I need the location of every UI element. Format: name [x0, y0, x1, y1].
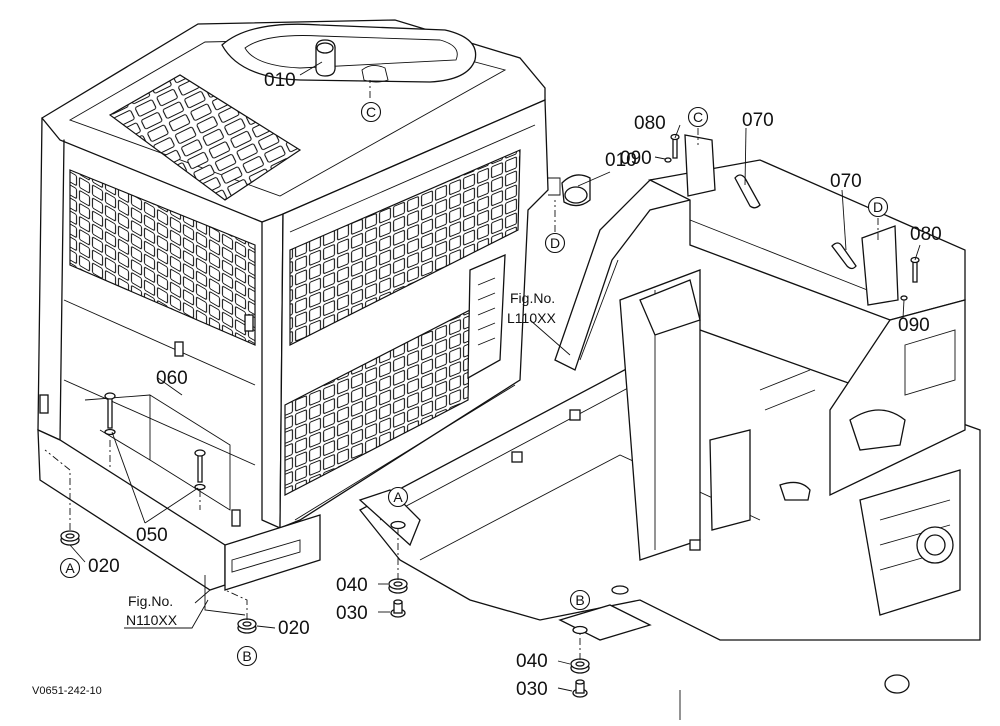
ref-markers: A A B B C C D D — [59, 101, 889, 667]
fasteners — [60, 530, 590, 698]
svg-text:D: D — [873, 199, 883, 215]
callout-labels: 010 010 020 020 030 030 040 040 050 060 … — [88, 70, 942, 700]
svg-text:A: A — [65, 560, 75, 576]
callout-040b: 040 — [516, 651, 548, 672]
chassis-frame — [358, 133, 981, 720]
ref-marker-B1: B — [236, 645, 258, 667]
ref-marker-A2: A — [387, 486, 409, 508]
svg-text:B: B — [242, 648, 251, 664]
callout-090b: 090 — [898, 315, 930, 336]
diagram-id: V0651-242-10 — [32, 685, 102, 697]
ref-marker-C1: C — [360, 101, 382, 123]
svg-text:L110XX: L110XX — [507, 310, 556, 326]
cab-assembly — [37, 19, 591, 616]
svg-text:C: C — [693, 109, 703, 125]
ref-marker-D2: D — [867, 196, 889, 218]
callout-070b: 070 — [830, 171, 862, 192]
svg-text:C: C — [366, 104, 376, 120]
ref-marker-B2: B — [569, 589, 591, 611]
callout-010a: 010 — [264, 70, 296, 91]
svg-text:Fig.No.: Fig.No. — [128, 593, 173, 609]
callout-020a: 020 — [88, 556, 120, 577]
callout-040a: 040 — [336, 575, 368, 596]
callout-070a: 070 — [742, 110, 774, 131]
callout-020b: 020 — [278, 618, 310, 639]
callout-080b: 080 — [910, 224, 942, 245]
callout-030b: 030 — [516, 679, 548, 700]
callout-010b: 010 — [605, 150, 637, 171]
svg-text:N110XX: N110XX — [126, 612, 178, 628]
leader-lines — [44, 61, 921, 692]
svg-text:B: B — [575, 592, 584, 608]
ref-marker-D1: D — [544, 232, 566, 254]
ref-marker-A1: A — [59, 557, 81, 579]
svg-text:A: A — [393, 489, 403, 505]
callout-030a: 030 — [336, 603, 368, 624]
svg-text:D: D — [550, 235, 560, 251]
svg-text:Fig.No.: Fig.No. — [510, 290, 555, 306]
callout-060: 060 — [156, 368, 188, 389]
ref-marker-C2: C — [687, 106, 709, 128]
callout-090a: 090 — [620, 148, 652, 169]
callout-050: 050 — [136, 525, 168, 546]
figure-ref-l110xx: Fig.No. L110XX — [507, 290, 556, 326]
callout-080a: 080 — [634, 113, 666, 134]
figure-ref-n110xx: Fig.No. N110XX — [124, 593, 209, 629]
